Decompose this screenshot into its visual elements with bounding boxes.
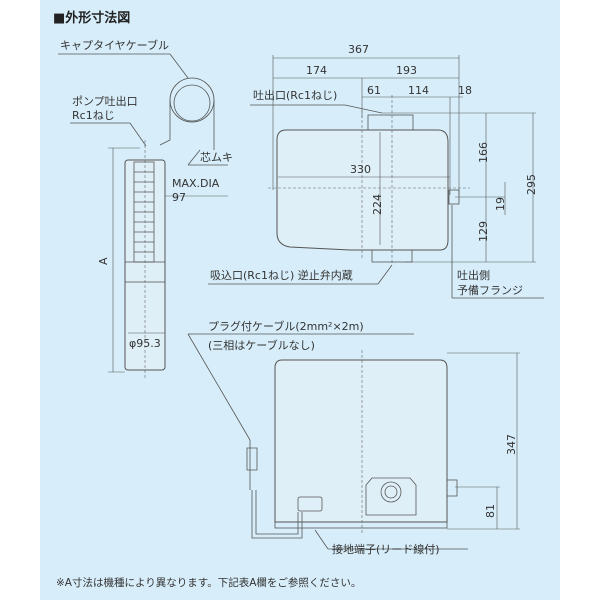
dim-193: 193 [396,64,417,77]
dim-61: 61 [367,84,381,97]
plug-cable-label: プラグ付ケーブル(2mm²×2m) [208,319,364,333]
dim-224: 224 [371,194,384,215]
cable-label: キャプタイヤケーブル [60,38,169,52]
ground-terminal-label: 接地端子(リード線付) [332,542,440,556]
dim-18: 18 [458,84,472,97]
dim-174: 174 [306,64,327,77]
max-dia-label: MAX.DIA [172,177,220,190]
three-phase-note: (三相はケーブルなし) [208,338,315,352]
diagram-title: ■外形寸法図 [53,10,130,26]
dim-295: 295 [525,174,538,195]
flange-label-line2: 予備フランジ [457,284,523,297]
dim-129: 129 [477,221,490,242]
dim-347: 347 [505,434,518,455]
dimension-a-label: A [97,257,110,265]
dim-330: 330 [350,163,371,176]
dim-367: 367 [348,43,369,56]
diameter-label: φ95.3 [129,337,161,350]
max-dia-value: 97 [172,191,186,204]
outlet-label: 吐出口(Rc1ねじ) [253,88,337,102]
footnote: ※A寸法は機種により異なります。下記表A欄をご参照ください。 [56,576,361,589]
core-strip-label: 芯ムキ [200,150,233,164]
dim-114: 114 [408,84,429,97]
flange-label-line1: 吐出側 [457,268,490,282]
top-view-drawing [208,55,544,299]
submersible-pump-drawing [58,53,228,380]
pump-outlet-label: ポンプ吐出口 [72,94,138,108]
inlet-label: 吸込口(Rc1ねじ) 逆止弁内蔵 [210,268,353,282]
pump-outlet-thread-label: Rc1ねじ [72,109,115,122]
dim-166: 166 [477,142,490,163]
dim-81: 81 [484,504,497,518]
dim-19: 19 [494,197,507,211]
side-view-drawing [187,333,520,550]
